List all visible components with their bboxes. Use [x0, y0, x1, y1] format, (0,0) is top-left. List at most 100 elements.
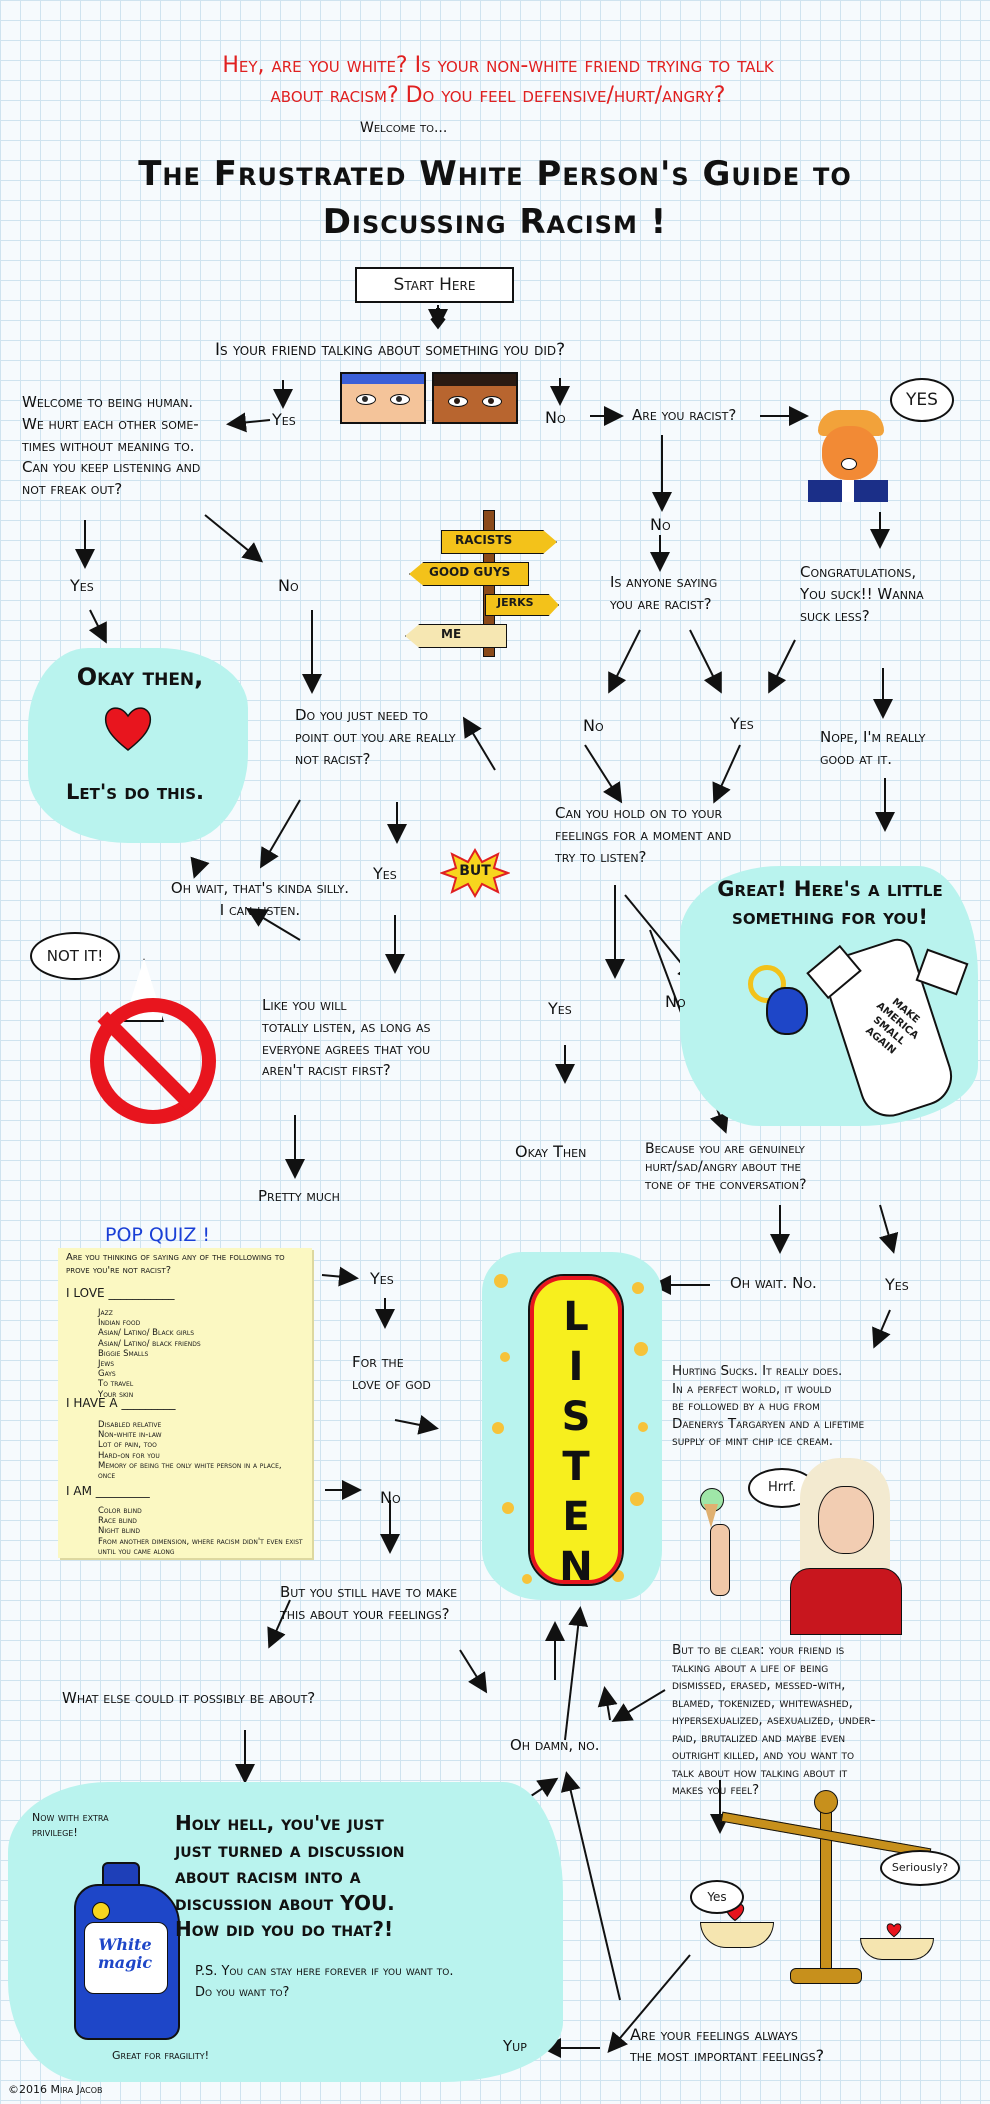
- welcome-to-being-human: Welcome to being human. We hurt each oth…: [22, 393, 201, 498]
- intro-line-2: about racism? Do you feel defensive/hurt…: [270, 83, 726, 108]
- quiz-have-list: Disabled relative Non-white in-law Lot o…: [98, 1420, 298, 1481]
- for-the-love-of-god: For the love of god: [352, 1353, 431, 1393]
- white-face-illustration: [340, 372, 426, 424]
- quiz-i-love: I LOVE ___________: [66, 1286, 175, 1300]
- quiz-have-item: Non-white in-law: [98, 1430, 162, 1441]
- onesie-illustration: MAKE AMERICA SMALL AGAIN: [806, 934, 969, 1125]
- branch-no-2: No: [650, 515, 671, 534]
- brown-face-illustration: [432, 372, 518, 424]
- white-magic-bottle: White magic: [70, 1862, 180, 2040]
- feelings-most-important: Are your feelings always the most import…: [630, 2025, 825, 2065]
- holy-hell-text: Holy hell, you've just just turned a dis…: [175, 1811, 405, 1942]
- quiz-have-item: Lot of pain, too: [98, 1440, 157, 1451]
- quiz-love-item: Gays: [98, 1369, 116, 1380]
- hrrf-text: Hrrf.: [768, 1480, 796, 1495]
- sign-me: ME: [441, 627, 462, 641]
- still-about-feelings: But you still have to make this about yo…: [280, 1583, 458, 1623]
- not-it-text: NOT IT!: [46, 947, 104, 965]
- quiz-have-item: Disabled relative: [98, 1420, 162, 1430]
- ps-stay-forever: P.S. You can stay here forever if you wa…: [195, 1964, 454, 2000]
- is-anyone-saying-racist: Is anyone saying you are racist?: [610, 573, 718, 613]
- branch-yes-5: Yes: [548, 999, 572, 1018]
- pop-quiz-card: Are you thinking of saying any of the fo…: [58, 1248, 312, 1558]
- not-it-speech-bubble: NOT IT!: [30, 932, 120, 980]
- sign-good-guys: GOOD GUYS: [429, 565, 511, 579]
- nope-really-good: Nope, I'm really good at it.: [820, 728, 926, 768]
- heart-icon: [102, 702, 154, 754]
- can-you-hold-on: Can you hold on to your feelings for a m…: [555, 804, 732, 866]
- branch-no-1: No: [545, 408, 566, 427]
- great-gift-text: Great! Here's a little something for you…: [717, 877, 943, 930]
- are-you-racist: Are you racist?: [632, 406, 737, 424]
- daenerys-illustration: [690, 1458, 975, 1635]
- sign-racists: RACISTS: [455, 533, 513, 547]
- detergent-tagline: Great for fragility!: [112, 2049, 210, 2062]
- because-genuinely-hurt: Because you are genuinely hurt/sad/angry…: [645, 1141, 807, 1194]
- hurting-sucks: Hurting Sucks. It really does. In a perf…: [672, 1363, 865, 1450]
- congratulations-you-suck: Congratulations, You suck!! Wanna suck l…: [800, 563, 924, 625]
- quiz-love-item: Jews: [98, 1358, 115, 1369]
- scale-seriously-text: Seriously?: [891, 1861, 949, 1874]
- quiz-question: Are you thinking of saying any of the fo…: [66, 1252, 285, 1276]
- copyright-credit: ©2016 Mira Jacob: [8, 2083, 103, 2096]
- branch-yes-6: Yes: [370, 1269, 394, 1288]
- pop-quiz-title: POP QUIZ !: [105, 1224, 211, 1246]
- oh-wait-kinda-silly: Oh wait, that's kinda silly. I can liste…: [170, 879, 350, 919]
- question-talking-about-you: Is your friend talking about something y…: [215, 340, 566, 360]
- quiz-have-item: Hard-on for you: [98, 1450, 160, 1461]
- intro-line-1: Hey, are you white? Is your non-white fr…: [222, 53, 774, 78]
- quiz-love-item: To travel: [98, 1379, 134, 1390]
- scale-yes-bubble: Yes: [690, 1880, 744, 1914]
- listen-sign: LISTEN: [528, 1274, 624, 1594]
- trump-speech-bubble: YES: [890, 378, 954, 422]
- branch-no-6: No: [380, 1488, 401, 1507]
- welcome-label: Welcome to...: [360, 120, 448, 136]
- quiz-am-item: Color blind: [98, 1506, 142, 1516]
- listen-dots: [482, 1252, 662, 1600]
- scale-seriously-bubble: Seriously?: [880, 1850, 960, 1886]
- sign-jerks: JERKS: [497, 596, 534, 609]
- quiz-love-item: Your skin: [98, 1389, 134, 1400]
- pretty-much: Pretty much: [258, 1187, 340, 1205]
- oh-damn-no: Oh damn, no.: [510, 1736, 600, 1754]
- quiz-love-item: Biggie Smalls: [98, 1348, 149, 1359]
- kkk-prohibited-icon: [82, 958, 216, 1124]
- quiz-i-have: I HAVE A _________: [66, 1396, 176, 1410]
- bottle-brand-text: White magic: [97, 1935, 153, 1972]
- quiz-have-item: Memory of being the only white person in…: [98, 1460, 282, 1481]
- branch-no-4: No: [583, 716, 604, 735]
- oh-wait-no: Oh wait. No.: [730, 1274, 817, 1292]
- okay-then-bubble: [28, 648, 248, 843]
- listen-text: LISTEN: [553, 1294, 599, 1594]
- quiz-am-item: Night blind: [98, 1526, 140, 1537]
- to-be-clear: But to be clear: your friend is talking …: [672, 1642, 876, 1799]
- branch-yes-7: Yes: [885, 1275, 909, 1294]
- quiz-love-item: Indian food: [98, 1318, 141, 1329]
- start-here-button[interactable]: Start Here: [355, 267, 514, 303]
- pacifier-icon: [748, 965, 808, 1035]
- branch-no-3: No: [278, 576, 299, 595]
- like-you-will-listen: Like you will totally listen, as long as…: [262, 996, 431, 1080]
- quiz-am-list: Color blind Race blind Night blind From …: [98, 1506, 303, 1557]
- quiz-i-am: I AM _________: [66, 1484, 150, 1498]
- okay-then-text: Okay then,: [76, 663, 204, 691]
- branch-yes-1: Yes: [272, 410, 296, 429]
- yup-label: Yup: [503, 2037, 527, 2055]
- but-label: BUT: [459, 863, 491, 879]
- branch-no-5: No: [665, 992, 686, 1011]
- scales-illustration: [700, 1790, 950, 1990]
- page-title-line-2: Discussing Racism !: [322, 202, 668, 242]
- start-here-label: Start Here: [393, 275, 476, 295]
- branch-yes-4: Yes: [373, 864, 397, 883]
- quiz-love-item: Asian/ Latino/ black friends: [98, 1338, 201, 1349]
- branch-yes-3: Yes: [730, 714, 754, 733]
- quiz-am-item: From another dimension, where racism did…: [98, 1536, 303, 1557]
- quiz-love-list: Jazz Indian food Asian/ Latino/ Black gi…: [98, 1308, 201, 1400]
- quiz-love-item: Asian/ Latino/ Black girls: [98, 1328, 195, 1339]
- okay-then-lower: Okay Then: [515, 1142, 587, 1161]
- but-starburst: BUT: [440, 848, 510, 898]
- trump-illustration: [808, 410, 888, 502]
- scale-yes-text: Yes: [707, 1890, 727, 1904]
- quiz-love-item: Jazz: [98, 1308, 113, 1318]
- detergent-note: Now with extra privilege!: [32, 1811, 109, 1840]
